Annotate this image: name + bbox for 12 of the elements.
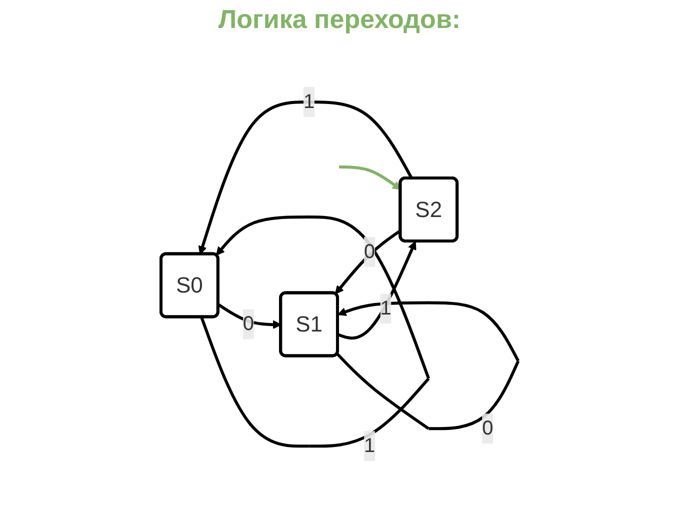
arrow <box>200 215 430 448</box>
edge-label: 0 <box>242 313 254 336</box>
edge-label: 0 <box>482 418 494 440</box>
arrow <box>338 165 401 190</box>
edge-label: 0 <box>364 240 375 263</box>
edge-label: 1 <box>380 298 392 320</box>
arrow <box>198 100 413 255</box>
edge-label: 1 <box>364 435 375 458</box>
arrow <box>336 301 520 430</box>
diagram-title: Логика переходов: <box>217 4 462 35</box>
edge-label: 1 <box>303 90 314 113</box>
arrow <box>337 241 416 340</box>
